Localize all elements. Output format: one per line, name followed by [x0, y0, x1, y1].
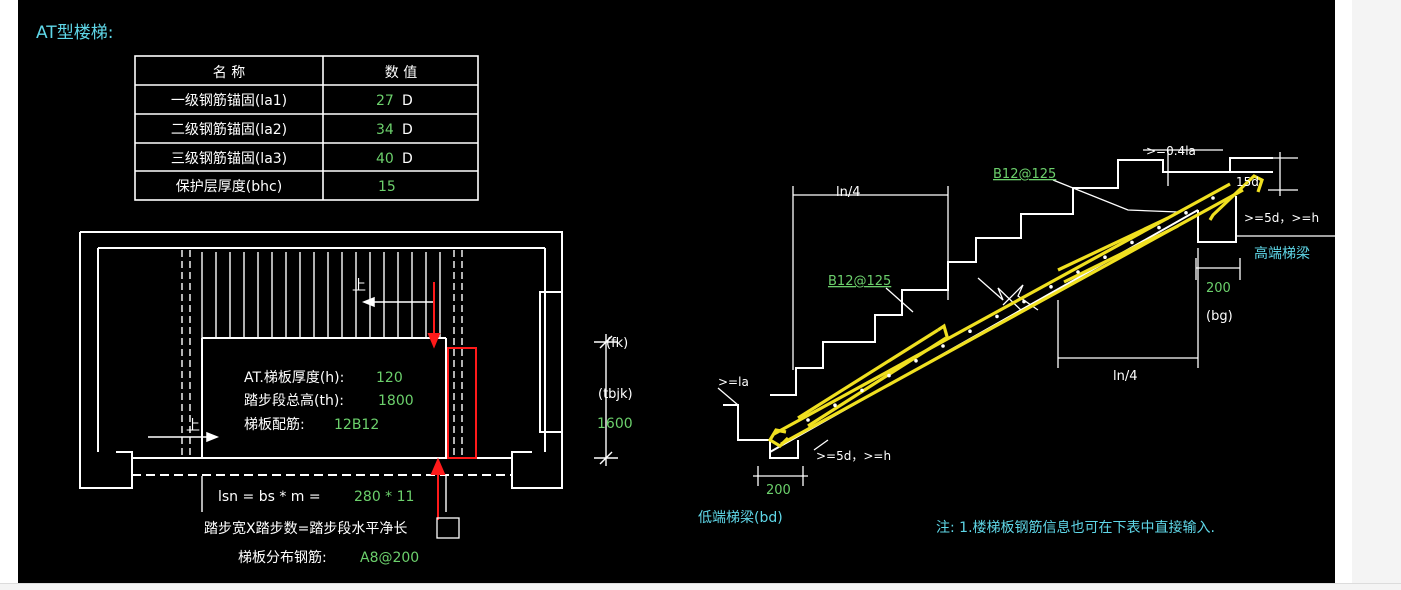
- plan-up-label: 上: [352, 278, 366, 294]
- height-label: 踏步段总高(th):: [244, 392, 344, 409]
- lsn-value: 280 * 11: [354, 489, 414, 505]
- distribution-bar-dot: [806, 418, 810, 422]
- plan-section-markers: [427, 282, 477, 520]
- thickness-label: AT.梯板厚度(h):: [244, 370, 344, 386]
- bg-label: (bg): [1206, 309, 1233, 324]
- distribution-bar-dot: [1076, 270, 1080, 274]
- plan-up-arrows: [148, 296, 433, 443]
- rebar-value: 12B12: [334, 417, 379, 433]
- distribution-bar-dot: [941, 344, 945, 348]
- hook-15d-label: 15d: [1236, 175, 1259, 189]
- la-label: >=la: [718, 375, 749, 389]
- distribution-label: 梯板分布钢筋:: [238, 549, 327, 566]
- table-row-unit: D: [402, 122, 413, 138]
- anchorage-table: [134, 55, 479, 201]
- distribution-bar-dot: [1130, 240, 1134, 245]
- table-row-unit: D: [402, 151, 413, 167]
- table-header-value: 数 值: [385, 65, 417, 81]
- steps-label-box: [436, 517, 460, 539]
- ln4-top-label: ln/4: [836, 185, 861, 200]
- distribution-bar-dot: [833, 403, 837, 408]
- stair-section-view: [717, 149, 1335, 486]
- table-row-value: 40: [376, 151, 394, 167]
- distribution-bar-dot: [1103, 255, 1107, 259]
- rebar-top-label: B12@125: [993, 167, 1056, 182]
- distribution-bar-dot: [1211, 196, 1215, 200]
- thickness-value: 120: [376, 370, 403, 386]
- low-anchor-label: >=5d，>=h: [816, 449, 891, 463]
- ln4-bottom-label: ln/4: [1113, 369, 1138, 384]
- distribution-bar-dot: [860, 388, 864, 393]
- stair-diagram: AT型楼梯: 名 称 数 值 一级钢筋锚固(la1) 27 D 二级钢筋锚固(l…: [36, 23, 1335, 566]
- table-row-name: 三级钢筋锚固(la3): [171, 150, 287, 167]
- high-beam-width: 200: [1206, 281, 1231, 296]
- low-beam-label: 低端梯梁(bd): [698, 510, 783, 526]
- horizontal-scrollbar[interactable]: [0, 583, 1401, 590]
- cad-drawing-canvas: AT型楼梯: 名 称 数 值 一级钢筋锚固(la1) 27 D 二级钢筋锚固(l…: [18, 0, 1335, 583]
- lsn-label: lsn = bs * m =: [218, 489, 321, 505]
- rebar-label: 梯板配筋:: [244, 416, 305, 433]
- lsn-dimension: [201, 476, 447, 512]
- table-row-name: 二级钢筋锚固(la2): [171, 121, 287, 138]
- tbjk-dimension: [594, 334, 618, 466]
- drawing-title: AT型楼梯:: [36, 23, 113, 43]
- section-rebars: [767, 174, 1264, 449]
- stair-plan-view: [79, 231, 563, 489]
- tbjk-label: (tbjk): [598, 387, 633, 402]
- high-anchor-label: >=5d，>=h: [1244, 211, 1319, 225]
- distribution-bar-dot: [914, 359, 918, 363]
- distribution-bar-dots: [806, 196, 1215, 422]
- distribution-bar-dot: [968, 329, 972, 334]
- rebar-bottom-label: B12@125: [828, 274, 891, 289]
- distribution-bar-dot: [887, 373, 891, 378]
- table-header-name: 名 称: [213, 65, 245, 81]
- plan-treads: [201, 252, 441, 338]
- plan-up-label: 上: [186, 418, 200, 434]
- table-row-name: 保护层厚度(bhc): [176, 179, 282, 195]
- distribution-bar-dot: [1157, 225, 1161, 230]
- tbjk-value: 1600: [597, 416, 633, 432]
- table-row-value: 27: [376, 93, 394, 109]
- low-beam-width: 200: [766, 483, 791, 498]
- distribution-value: A8@200: [360, 550, 419, 566]
- table-row-value: 34: [376, 122, 394, 138]
- distribution-bar-dot: [1049, 285, 1053, 289]
- fk-label: (fk): [606, 336, 628, 351]
- steps-label: 踏步宽X踏步数=踏步段水平净长: [204, 520, 407, 537]
- distribution-bar-dot: [1184, 211, 1188, 215]
- anchor-top-label: >=0.4la: [1146, 144, 1196, 158]
- table-row-unit: D: [402, 93, 413, 109]
- vertical-scrollbar[interactable]: [1352, 0, 1401, 583]
- distribution-bar-dot: [1022, 299, 1026, 304]
- distribution-bar-dot: [995, 314, 999, 319]
- table-row-name: 一级钢筋锚固(la1): [171, 92, 287, 109]
- table-row-value: 15: [378, 179, 396, 195]
- drawing-note: 注: 1.楼梯板钢筋信息也可在下表中直接输入.: [936, 519, 1215, 536]
- high-beam-label: 高端梯梁: [1254, 245, 1310, 262]
- height-value: 1800: [378, 393, 414, 409]
